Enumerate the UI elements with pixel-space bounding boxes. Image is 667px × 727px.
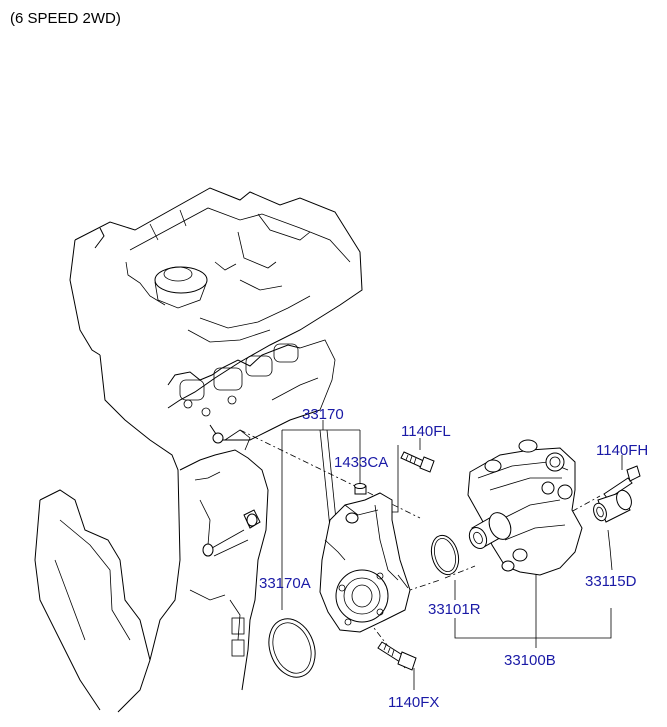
pump-bracket — [319, 492, 411, 633]
label-33101r: 33101R — [428, 601, 481, 618]
dowel-1433ca — [354, 483, 367, 495]
label-1140fh: 1140FH — [596, 442, 648, 459]
fuel-pump — [467, 439, 583, 576]
engine-block — [34, 187, 363, 713]
bolt-1140fl — [400, 451, 435, 473]
label-1433ca: 1433CA — [334, 454, 388, 471]
label-1140fl: 1140FL — [401, 423, 451, 440]
label-33170a: 33170A — [259, 575, 311, 592]
leader-lines — [239, 420, 623, 690]
o-ring-33101r — [430, 534, 460, 576]
label-1140fx: 1140FX — [388, 694, 439, 711]
label-33170: 33170 — [302, 406, 344, 423]
valve-33115d — [593, 489, 632, 571]
label-33115d: 33115D — [585, 573, 637, 590]
gasket-33170a — [268, 618, 316, 678]
bolt-1140fx — [377, 641, 417, 671]
diagram-title: (6 SPEED 2WD) — [10, 10, 121, 27]
label-33100b: 33100B — [504, 652, 556, 669]
dowel-pins — [202, 509, 261, 557]
